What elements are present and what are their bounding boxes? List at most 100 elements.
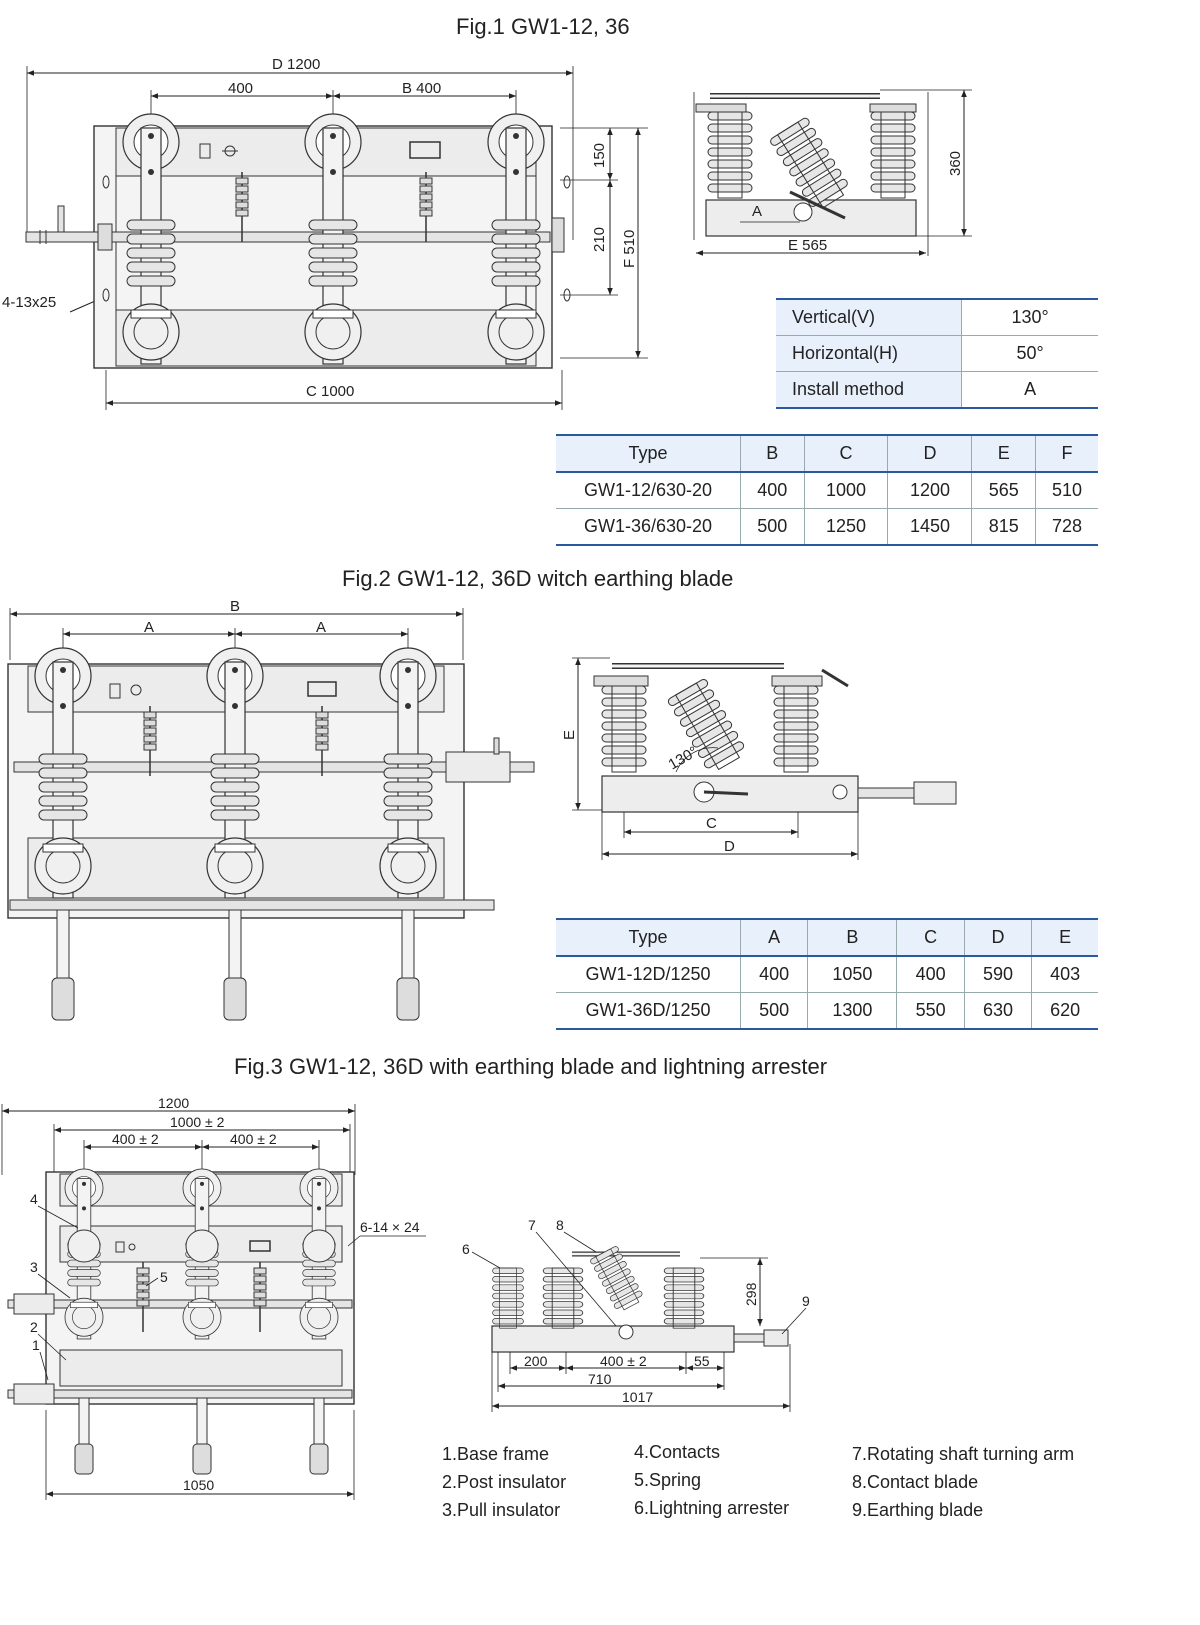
angle-key: Vertical(V) <box>776 298 962 336</box>
legend-item: 8.Contact blade <box>852 1472 979 1492</box>
table-row: GW1-12D/1250 400 1050 400 590 403 <box>556 955 1098 993</box>
fig3-callout-8: 8 <box>556 1217 564 1233</box>
fig2-title: Fig.2 GW1-12, 36D witch earthing blade <box>342 566 734 591</box>
fig1-dim-b: B 400 <box>402 80 441 97</box>
table-cell: GW1-12D/1250 <box>556 955 741 993</box>
fig3-side-view: 298 200 400 ± 2 55 710 1017 6 7 8 9 <box>462 1217 810 1412</box>
table-cell: 1250 <box>803 508 888 545</box>
fig3-callout-6: 6 <box>462 1241 470 1257</box>
table-cell: GW1-36D/1250 <box>556 992 741 1029</box>
fig2-dim-e: E <box>561 730 578 740</box>
table-row: GW1-36D/1250 500 1300 550 630 620 <box>556 992 1098 1029</box>
fig3-side-dim-710: 710 <box>588 1371 612 1387</box>
fig3-dim-1050: 1050 <box>183 1477 214 1493</box>
fig3-callout-4: 4 <box>30 1191 38 1207</box>
fig1-front-view: D 1200 400 B 400 C 1000 150 210 F 510 4-… <box>2 56 648 410</box>
fig3-dim-400b: 400 ± 2 <box>230 1131 277 1147</box>
header-cell: A <box>739 919 808 957</box>
fig2-dim-c: C <box>706 815 717 832</box>
header-cell: C <box>896 919 965 957</box>
legend-item: 5.Spring <box>634 1470 702 1490</box>
legend-item: 4.Contacts <box>634 1442 721 1462</box>
header-cell: C <box>803 435 888 473</box>
fig3-dim-1200: 1200 <box>158 1095 189 1111</box>
header-cell: F <box>1034 435 1098 473</box>
table-cell: 1200 <box>887 471 972 509</box>
table-cell: 1450 <box>887 508 972 545</box>
fig3-title: Fig.3 GW1-12, 36D with earthing blade an… <box>234 1054 828 1079</box>
fig3-front-view: 1200 1000 ± 2 400 ± 2 400 ± 2 1050 6-14 <box>1 1095 426 1500</box>
legend-item: 1.Base frame <box>442 1444 550 1464</box>
angle-value: 50° <box>961 335 1098 372</box>
fig3-callout-5: 5 <box>160 1269 168 1285</box>
fig1-side-view: E 565 360 A <box>693 89 972 256</box>
fig3-dim-holes: 6-14 × 24 <box>360 1219 420 1235</box>
fig3-callout-9: 9 <box>802 1293 810 1309</box>
table-cell: 620 <box>1031 992 1098 1029</box>
fig2-dim-angle: 130° <box>666 743 701 773</box>
table-row: GW1-12/630-20 400 1000 1200 565 510 <box>556 471 1098 509</box>
fig3-legend-col-1: 1.Base frame 2.Post insulator 3.Pull ins… <box>442 1440 566 1524</box>
angle-value: 130° <box>961 298 1098 336</box>
fig1-angle-table: Vertical(V)130° Horizontal(H)50° Install… <box>776 298 1098 409</box>
fig3-side-dim-400: 400 ± 2 <box>600 1353 647 1369</box>
fig3-callout-7: 7 <box>528 1217 536 1233</box>
table-header-row: Type B C D E F <box>556 435 1098 473</box>
fig1-dim-holes: 4-13x25 <box>2 294 56 311</box>
table-cell: 500 <box>740 508 805 545</box>
fig3-callout-2: 2 <box>30 1319 38 1335</box>
fig1-side-dim-e: E 565 <box>788 237 827 254</box>
fig2-side-view: 130° E C D <box>561 657 957 860</box>
fig3-legend-col-3: 7.Rotating shaft turning arm 8.Contact b… <box>852 1440 1074 1524</box>
header-cell: Type <box>556 435 741 473</box>
fig1-dim-d: D 1200 <box>272 56 320 73</box>
table-cell: 500 <box>739 992 808 1029</box>
table-row: GW1-36/630-20 500 1250 1450 815 728 <box>556 508 1098 545</box>
angle-value: A <box>961 371 1098 408</box>
table-header-row: Type A B C D E <box>556 919 1098 957</box>
table-cell: 1000 <box>803 471 888 509</box>
fig3-side-dim-1017: 1017 <box>622 1389 653 1405</box>
fig2-dim-a1: A <box>144 619 154 636</box>
fig1-side-dim-360: 360 <box>947 151 964 176</box>
table-cell: 550 <box>896 992 965 1029</box>
legend-item: 7.Rotating shaft turning arm <box>852 1444 1075 1464</box>
table-cell: 400 <box>896 955 965 993</box>
fig3-dim-1000: 1000 ± 2 <box>170 1114 225 1130</box>
angle-key: Install method <box>776 371 962 408</box>
header-cell: Type <box>556 919 741 957</box>
fig2-front-view: B A A <box>7 598 535 1021</box>
fig1-spec-table: Type B C D E F GW1-12/630-20 400 1000 12… <box>556 434 1098 546</box>
fig3-legend-col-2: 4.Contacts 5.Spring 6.Lightning arrester <box>634 1438 789 1522</box>
fig3-dim-400a: 400 ± 2 <box>112 1131 159 1147</box>
table-cell: 1050 <box>807 955 897 993</box>
fig1-dim-400: 400 <box>228 80 253 97</box>
table-cell: 1300 <box>807 992 897 1029</box>
fig1-dim-c: C 1000 <box>306 383 354 400</box>
header-cell: E <box>1031 919 1098 957</box>
fig3-side-dim-55: 55 <box>694 1353 710 1369</box>
table-cell: 815 <box>971 508 1036 545</box>
header-cell: D <box>963 919 1032 957</box>
table-row: Horizontal(H)50° <box>776 335 1098 372</box>
legend-item: 6.Lightning arrester <box>634 1498 790 1518</box>
table-cell: 728 <box>1034 508 1098 545</box>
fig3-side-dim-298: 298 <box>743 1282 759 1306</box>
table-row: Vertical(V)130° <box>776 298 1098 336</box>
fig2-dim-b: B <box>230 598 240 615</box>
fig1-dim-f: F 510 <box>621 230 638 268</box>
table-cell: 510 <box>1034 471 1098 509</box>
header-cell: B <box>807 919 897 957</box>
table-cell: 630 <box>963 992 1032 1029</box>
fig1-side-dim-a: A <box>752 203 762 220</box>
table-cell: 565 <box>971 471 1036 509</box>
fig3-callout-3: 3 <box>30 1259 38 1275</box>
fig1-title: Fig.1 GW1-12, 36 <box>456 14 630 39</box>
angle-key: Horizontal(H) <box>776 335 962 372</box>
legend-item: 3.Pull insulator <box>442 1500 561 1520</box>
fig2-dim-a2: A <box>316 619 326 636</box>
table-cell: 590 <box>963 955 1032 993</box>
header-cell: D <box>887 435 972 473</box>
